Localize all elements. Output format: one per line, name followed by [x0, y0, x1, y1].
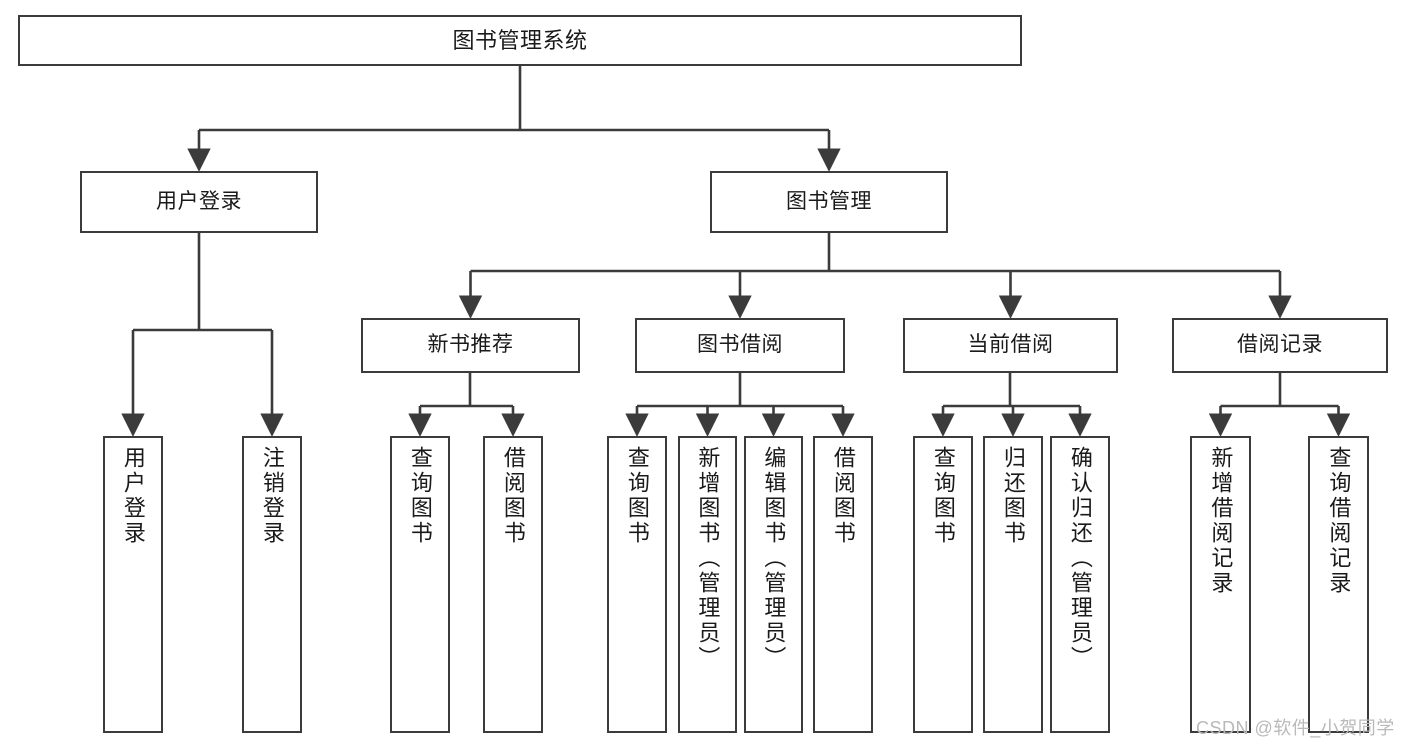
node-borrow-record[interactable]: 借阅记录: [1172, 318, 1388, 373]
node-leaf-query-book-3-label: 查询图书: [930, 446, 956, 546]
node-book-manage-label: 图书管理: [786, 189, 872, 213]
node-leaf-borrow-book-1[interactable]: 借阅图书: [483, 436, 543, 733]
node-book-manage[interactable]: 图书管理: [710, 171, 948, 233]
node-new-book-recommend[interactable]: 新书推荐: [361, 318, 580, 373]
node-leaf-logout-label: 注销登录: [259, 446, 285, 546]
node-book-borrow[interactable]: 图书借阅: [635, 318, 845, 373]
node-leaf-user-login-label: 用户登录: [120, 446, 146, 546]
node-borrow-record-label: 借阅记录: [1237, 333, 1323, 357]
csdn-watermark: CSDN @软件_小贺同学: [1196, 718, 1395, 738]
node-leaf-edit-book[interactable]: 编辑图书（管理员）: [744, 436, 803, 733]
node-user-login[interactable]: 用户登录: [80, 171, 318, 233]
node-leaf-borrow-book-2[interactable]: 借阅图书: [813, 436, 873, 733]
node-leaf-query-record-label: 查询借阅记录: [1326, 446, 1352, 596]
node-leaf-add-record[interactable]: 新增借阅记录: [1190, 436, 1251, 733]
node-leaf-return-book-label: 归还图书: [1000, 446, 1026, 546]
node-leaf-user-login[interactable]: 用户登录: [103, 436, 163, 733]
node-current-borrow-label: 当前借阅: [967, 333, 1054, 357]
node-leaf-add-record-label: 新增借阅记录: [1208, 446, 1234, 596]
node-leaf-borrow-book-2-label: 借阅图书: [830, 446, 856, 546]
node-leaf-confirm-return[interactable]: 确认归还（管理员）: [1050, 436, 1110, 733]
node-leaf-query-book-1-label: 查询图书: [407, 446, 433, 546]
node-current-borrow[interactable]: 当前借阅: [903, 318, 1118, 373]
node-leaf-query-book-2-label: 查询图书: [624, 446, 650, 546]
node-leaf-query-record[interactable]: 查询借阅记录: [1308, 436, 1369, 733]
node-leaf-add-book[interactable]: 新增图书（管理员）: [678, 436, 737, 733]
node-new-book-recommend-label: 新书推荐: [427, 333, 514, 357]
node-user-login-label: 用户登录: [156, 189, 242, 213]
node-leaf-query-book-2[interactable]: 查询图书: [607, 436, 667, 733]
node-leaf-borrow-book-1-label: 借阅图书: [500, 446, 526, 546]
node-leaf-confirm-return-label: 确认归还（管理员）: [1067, 446, 1093, 671]
node-leaf-logout[interactable]: 注销登录: [242, 436, 302, 733]
node-leaf-add-book-label: 新增图书（管理员）: [695, 446, 721, 671]
node-leaf-query-book-1[interactable]: 查询图书: [390, 436, 450, 733]
node-book-borrow-label: 图书借阅: [697, 333, 783, 357]
node-leaf-query-book-3[interactable]: 查询图书: [913, 436, 973, 733]
node-root[interactable]: 图书管理系统: [18, 15, 1022, 66]
node-leaf-edit-book-label: 编辑图书（管理员）: [761, 446, 787, 671]
node-root-label: 图书管理系统: [452, 27, 588, 53]
node-leaf-return-book[interactable]: 归还图书: [983, 436, 1043, 733]
